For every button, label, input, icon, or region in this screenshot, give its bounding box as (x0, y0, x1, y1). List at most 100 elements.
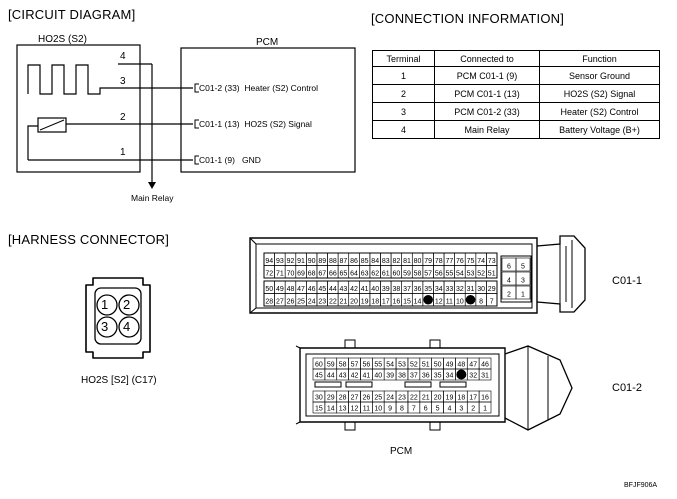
c01-2-pin-46: 46 (481, 362, 489, 369)
c01-1-pin-58: 58 (414, 271, 422, 278)
c01-2-pin-31: 31 (481, 373, 489, 380)
c01-1-pin-25: 25 (297, 299, 305, 306)
c01-2-pin-32: 32 (469, 373, 477, 380)
c01-1-pin-26: 26 (287, 299, 295, 306)
c01-1-pin-68: 68 (308, 271, 316, 278)
c01-1-pin-51: 51 (488, 271, 496, 278)
c01-1-pin-28: 28 (265, 299, 273, 306)
c01-1-pin-76: 76 (456, 258, 464, 265)
c01-2-pin-40: 40 (374, 373, 382, 380)
c01-2-pin-2: 2 (471, 406, 475, 413)
c01-1-pin-47: 47 (297, 286, 305, 293)
ho2s-pin-3: 3 (101, 319, 109, 334)
c01-1-pin-19: 19 (361, 299, 369, 306)
c01-2-pin-60: 60 (315, 362, 323, 369)
c01-2-pin-7: 7 (412, 406, 416, 413)
c01-1-pin-49: 49 (276, 286, 284, 293)
c01-1-pin-66: 66 (329, 271, 337, 278)
c01-1-pin-39: 39 (382, 286, 390, 293)
c01-1-pin-90: 90 (308, 258, 316, 265)
c01-2-pin-18: 18 (457, 395, 465, 402)
c01-2-pin-45: 45 (315, 373, 323, 380)
c01-2-pin-59: 59 (327, 362, 335, 369)
c01-1-pin-64: 64 (350, 271, 358, 278)
c01-2-pin-16: 16 (481, 395, 489, 402)
c01-1-pin-36: 36 (414, 286, 422, 293)
figure-code: BFJF906A (624, 482, 658, 489)
c01-1-pin-94: 94 (265, 258, 273, 265)
c01-1-pin-54: 54 (456, 271, 464, 278)
main-relay-label: Main Relay (131, 193, 174, 203)
c01-2-pin-55: 55 (374, 362, 382, 369)
c01-2-pin-11: 11 (363, 406, 370, 413)
c01-1-pin-55: 55 (445, 271, 453, 278)
pin-blocked-dot (423, 294, 433, 305)
c01-1-pin-63: 63 (361, 271, 369, 278)
c01-2-pin-26: 26 (363, 395, 371, 402)
c01-2-pin-28: 28 (339, 395, 347, 402)
c01-1-side-pin-2: 2 (507, 292, 511, 299)
c01-2-pin-6: 6 (424, 406, 428, 413)
pin-cell (515, 285, 531, 300)
c01-2-pin-52: 52 (410, 362, 418, 369)
c01-2-pin-22: 22 (410, 395, 418, 402)
c01-1-pin-60: 60 (392, 271, 400, 278)
c01-1-pin-73: 73 (488, 258, 496, 265)
pin-1-label: 1 (120, 147, 126, 158)
c01-1-side-pin-6: 6 (507, 264, 511, 271)
c01-1-pin-83: 83 (382, 258, 390, 265)
table-row: 1 PCM C01-1 (9) Sensor Ground (372, 66, 660, 85)
c01-1-pin-41: 41 (361, 286, 369, 293)
c01-1-pin-82: 82 (392, 258, 400, 265)
c01-1-pin-89: 89 (318, 258, 326, 265)
c01-2-pin-49: 49 (446, 362, 454, 369)
c01-2-pin-43: 43 (339, 373, 347, 380)
c01-2-pin-14: 14 (327, 406, 335, 413)
c01-1-pin-14: 14 (414, 299, 422, 306)
c01-2-label: C01-2 (612, 382, 642, 394)
c01-2-pin-35: 35 (434, 373, 442, 380)
c01-2-pin-15: 15 (315, 406, 323, 413)
table-row: 4 Main Relay Battery Voltage (B+) (372, 120, 660, 139)
pin-2-label: 2 (120, 112, 126, 123)
ho2s-signal-label: C01-1 (13) HO2S (S2) Signal (199, 119, 312, 129)
c01-1-pin-65: 65 (340, 271, 348, 278)
c01-1-pin-18: 18 (371, 299, 379, 306)
c01-1-pin-40: 40 (371, 286, 379, 293)
c01-1-pin-70: 70 (287, 271, 295, 278)
c01-2-pin-3: 3 (459, 406, 463, 413)
c01-1-pin-31: 31 (467, 286, 475, 293)
c01-1-pin-62: 62 (371, 271, 379, 278)
c01-2-pin-54: 54 (386, 362, 394, 369)
c01-2-pin-12: 12 (351, 406, 359, 413)
c01-1-pin-86: 86 (350, 258, 358, 265)
c01-2-pin-30: 30 (315, 395, 323, 402)
c01-1-pin-56: 56 (435, 271, 443, 278)
c01-1-pin-45: 45 (318, 286, 326, 293)
c01-2-pin-39: 39 (386, 373, 394, 380)
c01-1-pin-72: 72 (265, 271, 273, 278)
c01-1-pin-80: 80 (414, 258, 422, 265)
c01-2-pin-51: 51 (422, 362, 430, 369)
c01-1-pin-16: 16 (392, 299, 400, 306)
pin-4-label: 4 (120, 51, 126, 62)
c01-1-pin-12: 12 (435, 299, 443, 306)
circuit-diagram-title: [CIRCUIT DIAGRAM] (8, 7, 136, 22)
c01-1-pin-27: 27 (276, 299, 284, 306)
pin-cell (478, 368, 492, 381)
c01-2-pin-34: 34 (446, 373, 454, 380)
c01-1-pin-88: 88 (329, 258, 337, 265)
c01-2-pin-50: 50 (434, 362, 442, 369)
c01-1-pin-37: 37 (403, 286, 411, 293)
c01-1-pin-21: 21 (340, 299, 348, 306)
ho2s-pin-1: 1 (101, 297, 109, 312)
c01-2-pin-8: 8 (400, 406, 404, 413)
c01-2-pin-37: 37 (410, 373, 418, 380)
c01-2-pin-53: 53 (398, 362, 406, 369)
c01-1-side-pin-1: 1 (521, 292, 525, 299)
pin-cell (515, 271, 531, 286)
c01-1-pin-67: 67 (318, 271, 326, 278)
